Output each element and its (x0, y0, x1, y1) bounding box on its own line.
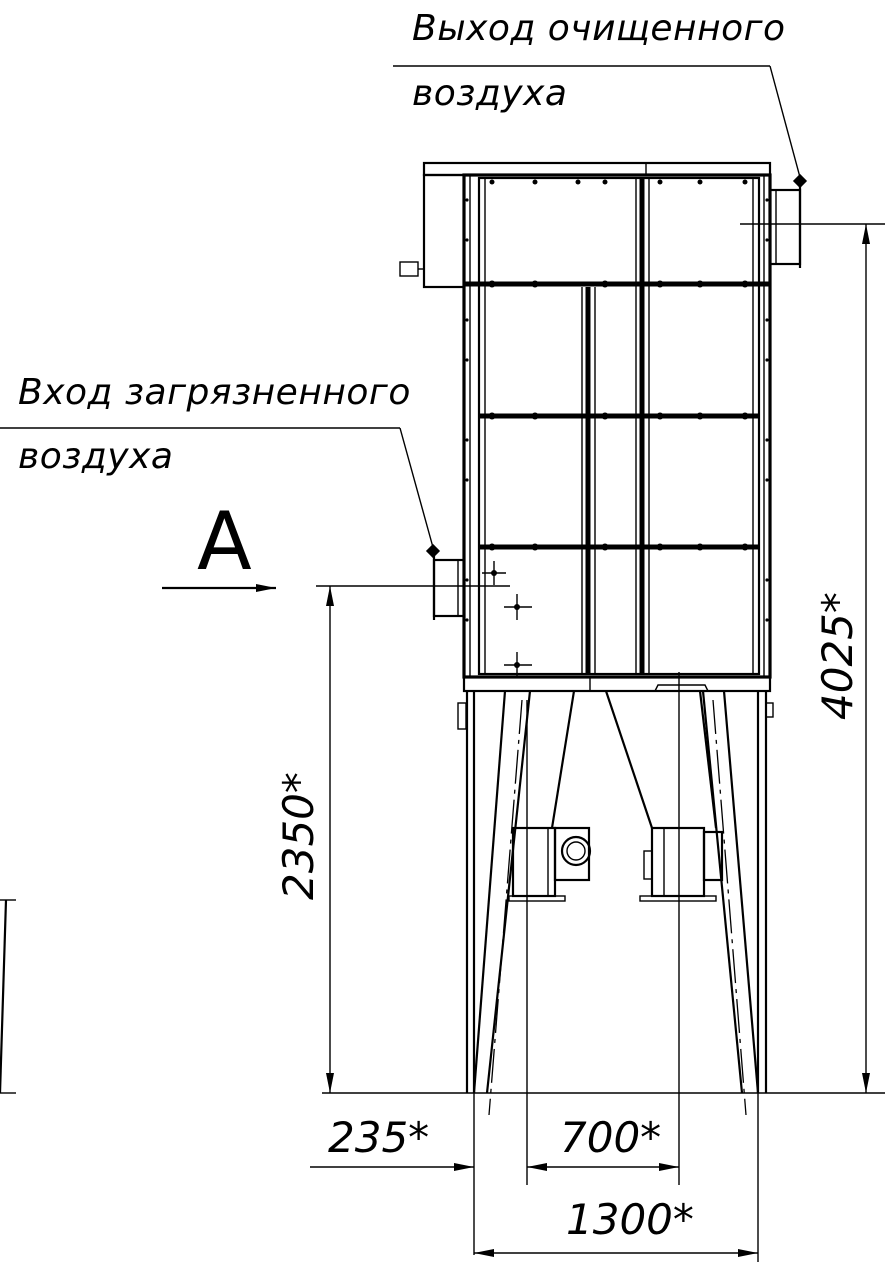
hopper-support (0, 672, 885, 1185)
outlet-label-line1: Выход очищенного (412, 8, 786, 49)
dimension-left-offset-value: 235* (328, 1113, 429, 1162)
dimension-center-span: 700* (527, 1113, 679, 1171)
dimension-total-height: 4025* (740, 223, 885, 1093)
dimension-left-offset: 235* (310, 1093, 475, 1255)
filter-housing (399, 161, 802, 679)
outlet-label-line2: воздуха (412, 73, 567, 114)
view-marker-label: А (197, 495, 252, 588)
dimension-inlet-height: 2350* (274, 585, 510, 1093)
dimension-total-height-value: 4025* (813, 592, 862, 720)
inlet-label-line2: воздуха (18, 436, 173, 477)
dimension-center-span-value: 700* (560, 1113, 661, 1162)
outlet-leader (393, 65, 808, 189)
dimension-base-width-value: 1300* (566, 1195, 694, 1244)
adjacent-element (0, 899, 16, 1094)
inlet-leader (0, 427, 441, 559)
dimension-inlet-height-value: 2350* (274, 772, 323, 900)
inlet-label-line1: Вход загрязненного (18, 372, 411, 413)
dimension-base-width: 1300* (474, 1093, 759, 1262)
view-marker: А (162, 495, 276, 592)
